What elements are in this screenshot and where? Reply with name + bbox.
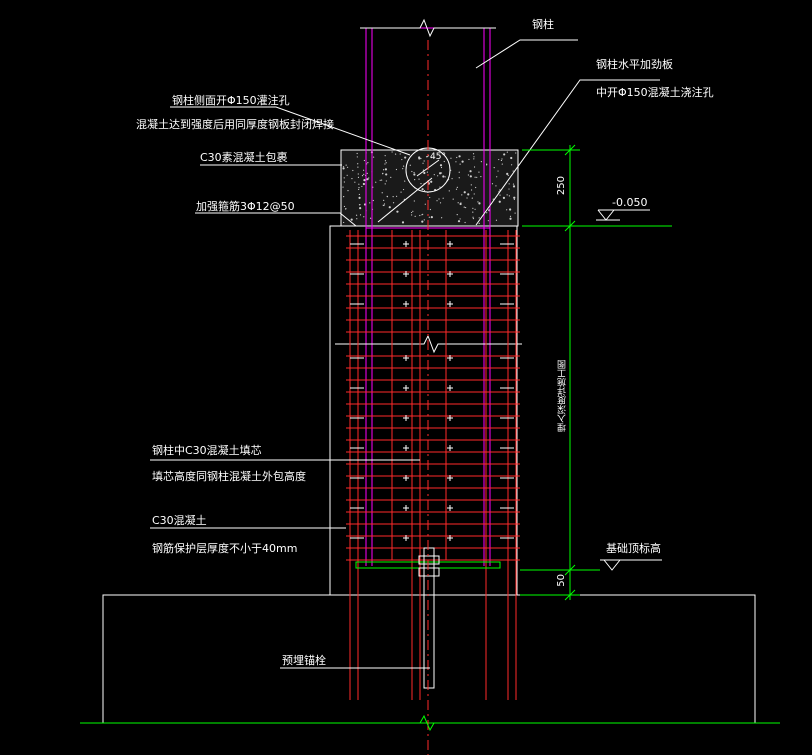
label-elevation: -0.050 bbox=[612, 196, 648, 209]
label-side-hole-1: 钢柱侧面开Φ150灌注孔 bbox=[172, 94, 290, 107]
dimension-top: 250 bbox=[556, 176, 567, 196]
label-side-hole-2: 混凝土达到强度后用同厚度钢板封闭焊接 bbox=[136, 118, 334, 131]
label-c30-encasement: C30素混凝土包裹 bbox=[200, 151, 288, 164]
foundation-pad bbox=[102, 594, 756, 724]
dimension-lines bbox=[520, 144, 672, 601]
break-line-top bbox=[360, 18, 496, 38]
elevation-marker-top bbox=[596, 209, 650, 221]
concrete-speckle bbox=[342, 151, 517, 224]
rebars bbox=[346, 230, 520, 700]
label-anchor-bolt: 预埋锚栓 bbox=[282, 654, 326, 667]
label-angle: 45° bbox=[430, 152, 446, 162]
break-line-bottom bbox=[419, 714, 435, 732]
label-steel-column: 钢柱 bbox=[532, 18, 554, 31]
label-c30-concrete: C30混凝土 bbox=[152, 514, 207, 527]
label-cover: 钢筋保护层厚度不小于40mm bbox=[152, 542, 298, 555]
label-column-fill-1: 钢柱中C30混凝土填芯 bbox=[152, 444, 262, 457]
label-foundation-level: 基础顶标高 bbox=[606, 542, 661, 555]
break-line-middle bbox=[335, 334, 522, 354]
anchor-bolt bbox=[418, 547, 440, 689]
elevation-marker-bottom bbox=[600, 559, 662, 571]
dimension-embed-text: 埋入深度详施工图 bbox=[558, 360, 568, 432]
stud-marks bbox=[350, 241, 514, 541]
top-concrete-block bbox=[340, 149, 519, 227]
label-stiffener-plate: 钢柱水平加劲板 bbox=[596, 58, 673, 71]
label-plate-hole: 中开Φ150混凝土浇注孔 bbox=[596, 86, 714, 99]
dimension-bottom: 50 bbox=[556, 574, 567, 587]
label-column-fill-2: 填芯高度同钢柱混凝土外包高度 bbox=[152, 470, 306, 483]
label-hoop: 加强箍筋3Φ12@50 bbox=[196, 200, 295, 213]
leader-lines bbox=[150, 39, 660, 669]
